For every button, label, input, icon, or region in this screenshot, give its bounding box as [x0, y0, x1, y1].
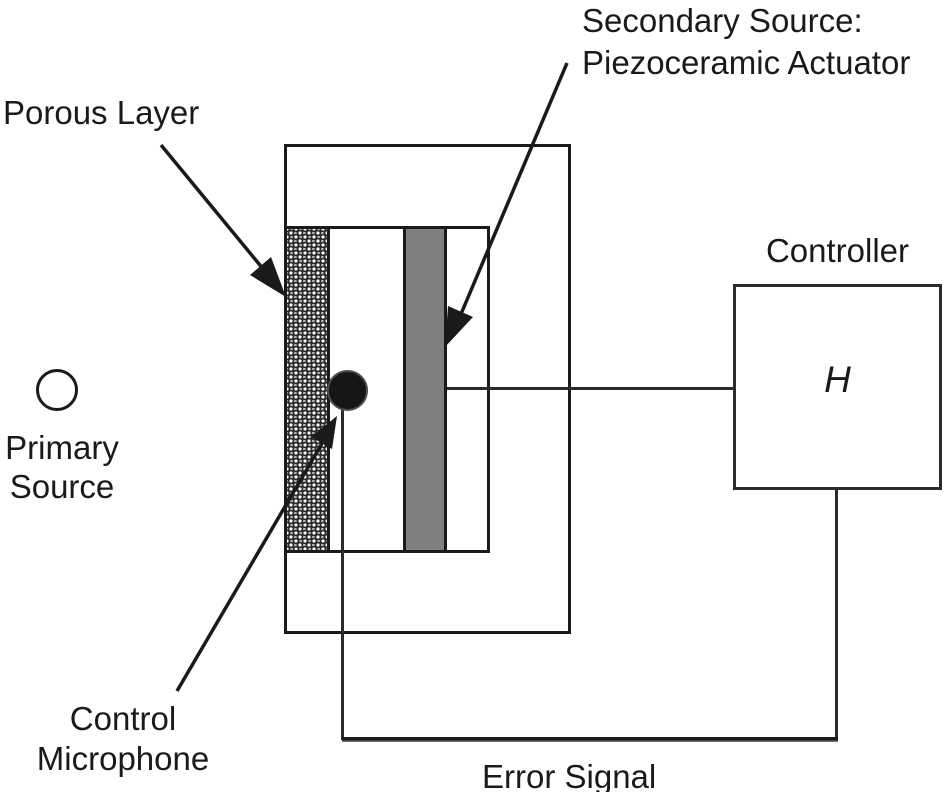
control-microphone-label-line1: Control — [69, 700, 177, 737]
actuator-slot-right-line — [444, 229, 447, 550]
controller-label: Controller — [765, 232, 910, 269]
piezoceramic-actuator-strip — [406, 229, 444, 550]
porous-layer-label: Porous Layer — [3, 94, 200, 131]
control-microphone-label-line2: Microphone — [36, 740, 210, 777]
actuator-slot-left-line — [403, 229, 406, 550]
porous-layer-arrow — [159, 143, 286, 297]
microphone-wire — [341, 398, 344, 740]
error-signal-label: Error Signal — [482, 758, 657, 792]
secondary-source-label-line2: Piezoceramic Actuator — [582, 44, 911, 81]
primary-source-label: Primary Source — [0, 428, 124, 506]
primary-source-label-line2: Source — [9, 468, 115, 505]
error-signal-wire — [342, 737, 838, 742]
primary-source-label-line1: Primary — [5, 429, 119, 466]
controller-output-wire — [835, 490, 838, 740]
controller-box — [733, 284, 942, 490]
control-microphone-label: Control Microphone — [22, 699, 224, 779]
primary-source-circle — [36, 369, 78, 411]
actuator-to-controller-wire — [447, 387, 733, 390]
porous-layer-strip — [287, 229, 330, 550]
control-microphone-dot — [327, 370, 368, 411]
secondary-source-label-line1: Secondary Source: — [582, 2, 863, 39]
controller-transfer-function: H — [824, 359, 851, 400]
secondary-source-label: Secondary Source: Piezoceramic Actuator — [582, 0, 910, 84]
